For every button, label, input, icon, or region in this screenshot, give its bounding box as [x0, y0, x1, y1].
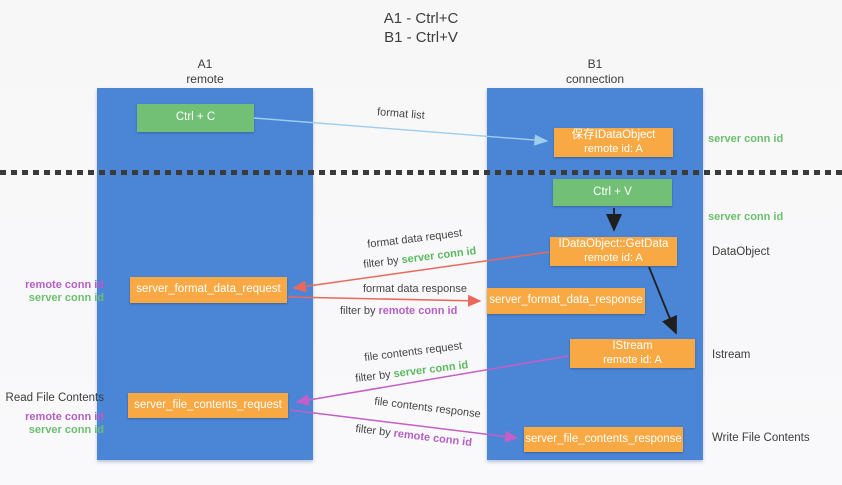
- side-label-server-conn-id-4: server conn id: [28, 424, 104, 436]
- label-format-data-response: format data response: [363, 283, 467, 295]
- arrow-format-data-response: [287, 294, 482, 307]
- node-server-file-contents-response-label: server_file_contents_response: [525, 432, 682, 445]
- side-label-server-conn-id-2: server conn id: [708, 211, 784, 223]
- title-line-2: B1 - Ctrl+V: [384, 29, 458, 46]
- node-ctrl-v: Ctrl + V: [553, 179, 672, 206]
- node-istream: IStream remote id: A: [570, 339, 695, 368]
- node-server-format-data-response-label: server_format_data_response: [489, 294, 643, 307]
- side-label-server-conn-id-1: server conn id: [708, 133, 784, 145]
- node-ctrl-c-label: Ctrl + C: [175, 111, 216, 124]
- node-save-dataobject-line2: remote id: A: [584, 142, 643, 155]
- node-server-file-contents-request: server_file_contents_request: [128, 393, 288, 418]
- lane-header-a1: A1 remote: [97, 57, 313, 87]
- filter-key-remote-conn-id: remote conn id: [378, 305, 458, 317]
- node-server-format-data-request: server_format_data_request: [130, 277, 287, 303]
- title-line-1: A1 - Ctrl+C: [383, 10, 459, 27]
- node-istream-line2: remote id: A: [603, 353, 662, 366]
- label-file-contents-response: file contents response: [373, 395, 482, 421]
- lane-b1-name: B1: [587, 57, 603, 71]
- filter-by-text: filter by: [354, 368, 392, 385]
- filter-key-remote-conn-id: remote conn id: [392, 427, 473, 450]
- node-getdata: IDataObject::GetData remote id: A: [550, 237, 677, 266]
- page-title: A1 - Ctrl+C B1 - Ctrl+V: [0, 9, 842, 47]
- label-file-contents-request: file contents request: [363, 340, 463, 364]
- node-server-file-contents-request-label: server_file_contents_request: [134, 398, 282, 411]
- node-server-format-data-response: server_format_data_response: [487, 288, 645, 314]
- label-format-list: format list: [376, 106, 426, 122]
- node-istream-line1: IStream: [612, 340, 653, 352]
- filter-by-text: filter by: [354, 422, 392, 440]
- node-getdata-line2: remote id: A: [584, 251, 643, 264]
- lane-a1-role: remote: [186, 72, 224, 86]
- lane-a1-name: A1: [197, 57, 213, 71]
- side-label-read-file-contents: Read File Contents: [5, 392, 104, 404]
- node-ctrl-v-label: Ctrl + V: [593, 185, 632, 198]
- dotted-separator: [0, 170, 842, 175]
- node-getdata-line1: IDataObject::GetData: [558, 238, 669, 250]
- filter-by-text: filter by: [362, 254, 400, 271]
- filter-by-text: filter by: [340, 305, 376, 317]
- lane-b1-role: connection: [565, 72, 625, 86]
- node-save-dataobject: 保存IDataObject remote id: A: [554, 128, 673, 157]
- filter-key-server-conn-id: server conn id: [392, 359, 469, 381]
- side-label-remote-conn-id-1: remote conn id: [25, 279, 104, 291]
- lane-header-b1: B1 connection: [487, 57, 703, 87]
- side-label-istream: Istream: [712, 349, 751, 361]
- side-label-write-file-contents: Write File Contents: [712, 432, 810, 444]
- node-server-format-data-request-label: server_format_data_request: [136, 283, 281, 296]
- side-label-server-conn-id-3: server conn id: [28, 292, 104, 304]
- side-label-remote-conn-id-2: remote conn id: [25, 411, 104, 423]
- node-save-dataobject-line1: 保存IDataObject: [571, 129, 656, 141]
- side-label-dataobject: DataObject: [712, 246, 770, 258]
- label-format-data-request: format data request: [366, 227, 463, 251]
- node-ctrl-c: Ctrl + C: [137, 104, 254, 132]
- node-server-file-contents-response: server_file_contents_response: [524, 427, 683, 452]
- filter-key-server-conn-id: server conn id: [400, 245, 477, 267]
